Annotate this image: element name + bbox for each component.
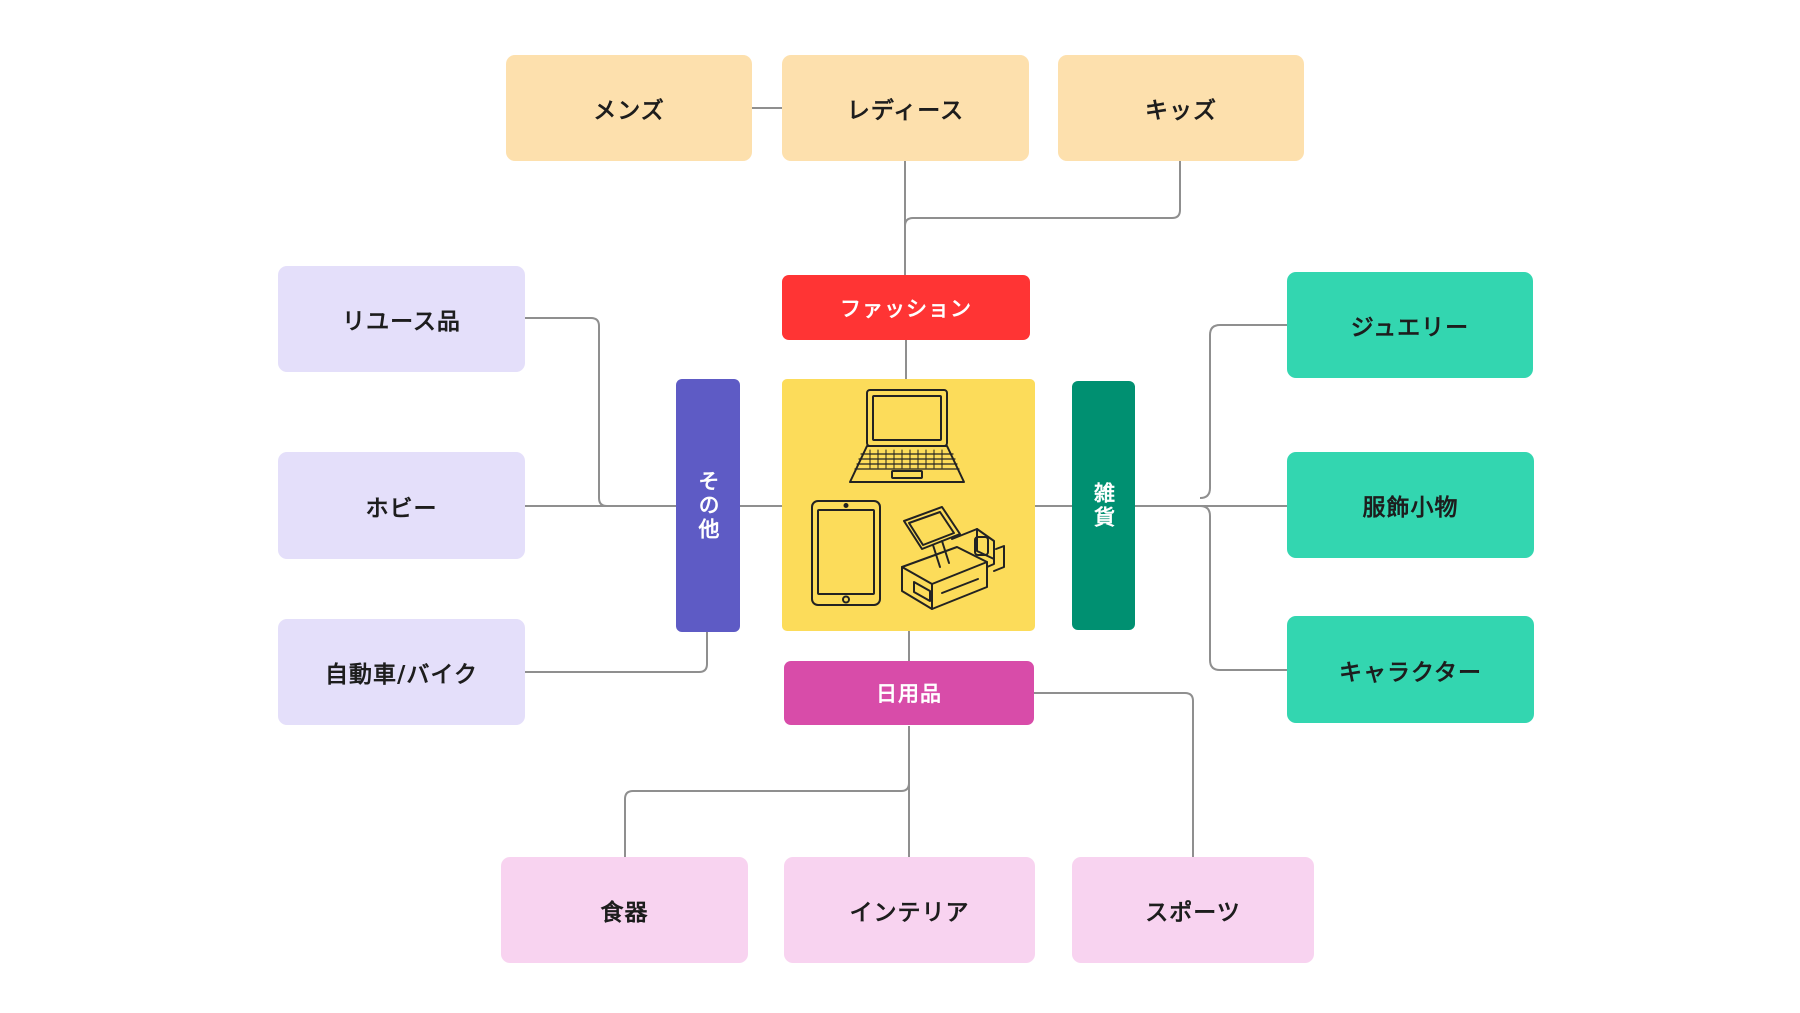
category-label: インテリア (849, 900, 970, 926)
category-character: キャラクター (1287, 616, 1534, 723)
category-label: 自動車/バイク (325, 662, 478, 688)
hub-daily: 日用品 (784, 661, 1034, 725)
category-label: ジュエリー (1350, 315, 1470, 341)
category-label: 服飾小物 (1362, 495, 1459, 521)
category-label: リユース品 (342, 309, 461, 335)
hub-fashion: ファッション (782, 275, 1030, 340)
category-label: ホビー (365, 495, 438, 522)
link-daily-tableware (624, 726, 910, 857)
hub-label: ファッション (840, 296, 972, 321)
category-label: スポーツ (1145, 900, 1241, 926)
category-kids: キッズ (1058, 55, 1304, 161)
category-jewelry: ジュエリー (1287, 272, 1533, 378)
category-label: メンズ (593, 98, 665, 124)
link-car-other (525, 632, 708, 673)
category-label: レディース (846, 98, 965, 124)
hub-label: その他 (696, 469, 720, 542)
pos-register-icon (901, 506, 1005, 610)
link-daily-sports (1034, 692, 1194, 857)
category-reuse: リユース品 (278, 266, 525, 372)
category-interior: インテリア (784, 857, 1035, 963)
hub-other: その他 (676, 379, 740, 632)
category-tableware: 食器 (501, 857, 748, 963)
category-sports: スポーツ (1072, 857, 1314, 963)
laptop-icon (849, 389, 965, 483)
category-label: キッズ (1145, 98, 1217, 124)
link-kids-fashion (904, 161, 1181, 227)
category-mens: メンズ (506, 55, 752, 161)
tablet-icon (811, 500, 881, 606)
category-car-bike: 自動車/バイク (278, 619, 525, 725)
center-devices-panel (782, 379, 1035, 631)
category-ladies: レディース (782, 55, 1029, 161)
hub-label: 日用品 (876, 682, 942, 706)
hub-label: 雑貨 (1091, 481, 1116, 530)
hub-zakka: 雑貨 (1072, 381, 1135, 630)
link-reuse-other (525, 317, 676, 507)
link-zakka-jewelry (1135, 324, 1287, 507)
category-hobby: ホビー (278, 452, 525, 559)
category-label: キャラクター (1338, 659, 1483, 686)
category-label: 食器 (600, 900, 649, 926)
category-fashion-accessories: 服飾小物 (1287, 452, 1534, 558)
link-zakka-character (1199, 505, 1287, 671)
